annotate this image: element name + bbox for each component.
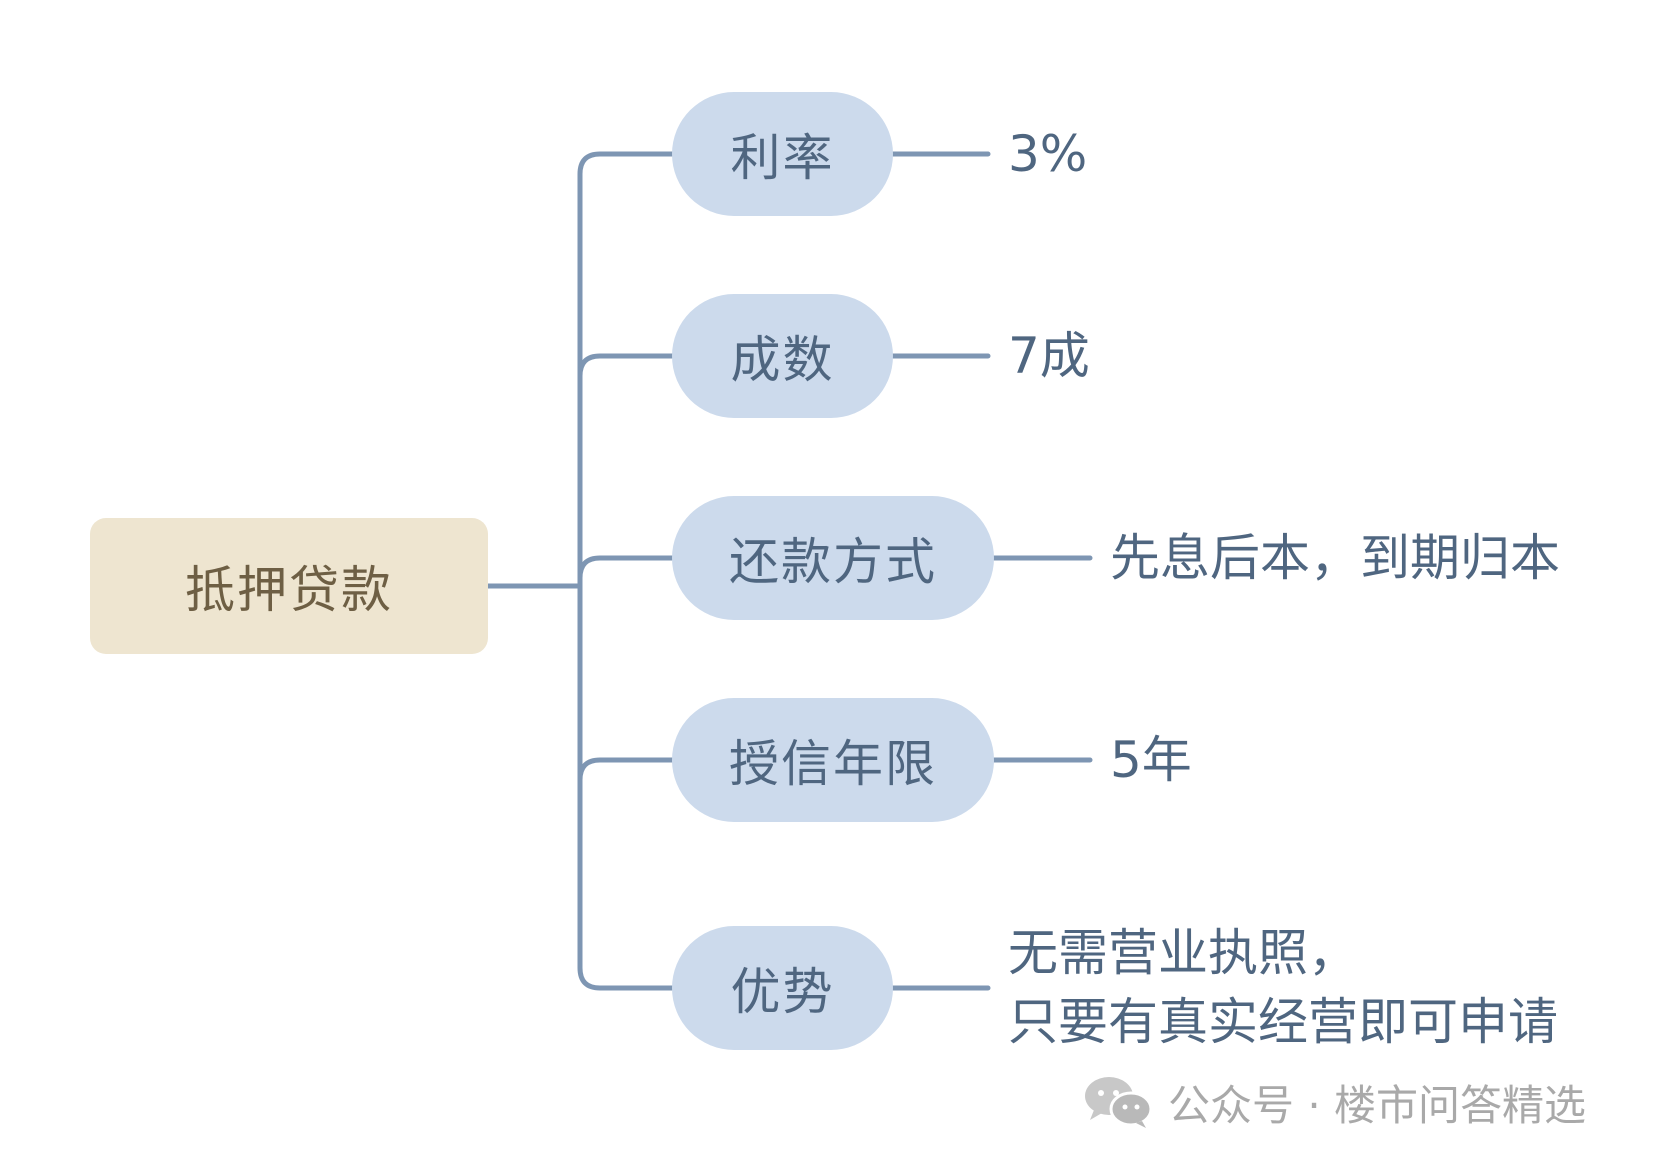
watermark: 公众号 · 楼市问答精选 bbox=[1082, 1074, 1586, 1130]
branch-label: 成数 bbox=[730, 331, 835, 389]
elbow-3 bbox=[577, 555, 675, 581]
leaf-value-credit-term: 5年 bbox=[1110, 731, 1192, 789]
branch-node-credit-term: 授信年限 bbox=[672, 698, 994, 822]
trunk-line bbox=[577, 151, 675, 991]
watermark-text: 公众号 · 楼市问答精选 bbox=[1168, 1080, 1587, 1130]
leaf-value-loan-ratio: 7成 bbox=[1008, 327, 1090, 385]
branch-label: 还款方式 bbox=[729, 533, 937, 591]
branch-node-repayment-method: 还款方式 bbox=[672, 496, 994, 620]
branch-node-loan-ratio: 成数 bbox=[672, 294, 893, 418]
branch-node-interest-rate: 利率 bbox=[672, 92, 893, 216]
wechat-icon bbox=[1085, 1077, 1153, 1128]
elbow-4 bbox=[577, 757, 675, 783]
leaf-value-repayment-method: 先息后本，到期归本 bbox=[1110, 529, 1560, 587]
root-node: 抵押贷款 bbox=[90, 518, 488, 654]
root-label: 抵押贷款 bbox=[185, 561, 393, 619]
branch-label: 利率 bbox=[730, 129, 835, 187]
leaf-value-advantage-line2: 只要有真实经营即可申请 bbox=[1008, 993, 1558, 1051]
leaf-value-advantage-line1: 无需营业执照， bbox=[1008, 924, 1358, 982]
leaf-value-interest-rate: 3% bbox=[1008, 125, 1088, 183]
elbow-2 bbox=[577, 353, 675, 379]
branch-node-advantage: 优势 bbox=[672, 926, 893, 1050]
branch-label: 授信年限 bbox=[729, 735, 937, 793]
branch-label: 优势 bbox=[730, 963, 835, 1021]
